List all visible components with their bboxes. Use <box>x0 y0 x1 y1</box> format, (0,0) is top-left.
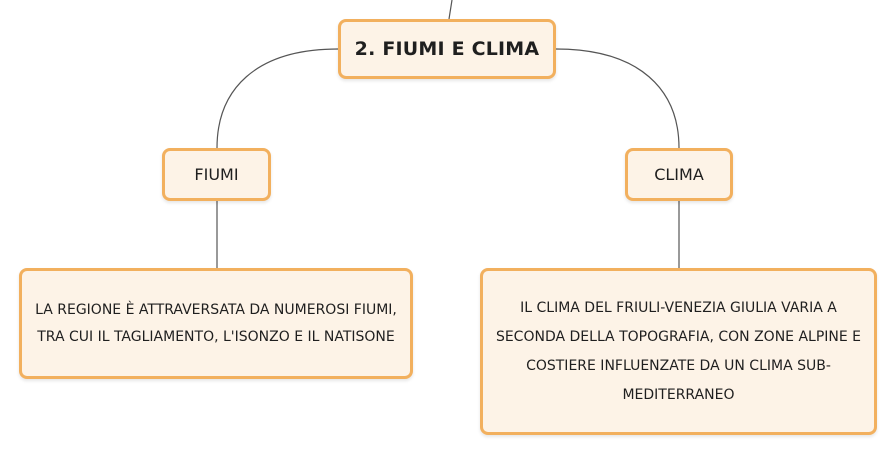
fiumi-node[interactable]: FIUMI <box>162 148 271 201</box>
connector-parent-to-root <box>448 0 453 20</box>
connector-root-to-fiumi <box>216 48 339 149</box>
fiumi-detail-text: LA REGIONE È ATTRAVERSATA DA NUMEROSI FI… <box>35 301 397 345</box>
connector-root-to-clima <box>555 48 680 149</box>
root-node[interactable]: 2. FIUMI E CLIMA <box>338 19 556 79</box>
root-node-label: 2. FIUMI E CLIMA <box>354 38 540 60</box>
clima-node[interactable]: CLIMA <box>625 148 733 201</box>
fiumi-node-label: FIUMI <box>194 165 239 184</box>
fiumi-detail-node[interactable]: LA REGIONE È ATTRAVERSATA DA NUMEROSI FI… <box>19 268 413 379</box>
clima-detail-text: IL CLIMA DEL FRIULI-VENEZIA GIULIA VARIA… <box>495 299 862 403</box>
clima-node-label: CLIMA <box>654 165 704 184</box>
clima-detail-node[interactable]: IL CLIMA DEL FRIULI-VENEZIA GIULIA VARIA… <box>480 268 877 435</box>
